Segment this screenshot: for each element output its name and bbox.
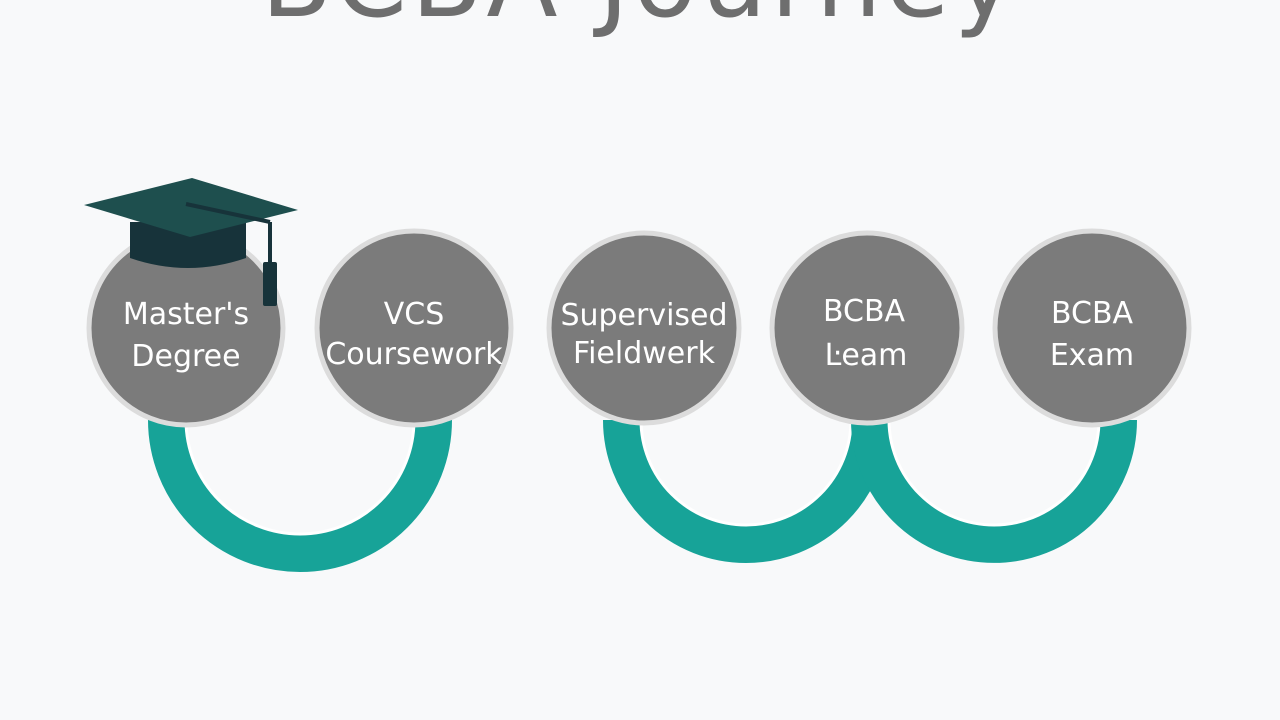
step-3-label-line1: Supervised xyxy=(560,298,727,333)
page-title: BCBA Journey xyxy=(0,0,1280,32)
connector-4-5 xyxy=(851,419,1137,563)
step-3: Supervised Fieldwerk xyxy=(546,230,742,426)
step-1-label-line1: Master's xyxy=(123,297,249,332)
step-3-label-line2: Fieldwerk xyxy=(573,336,716,371)
step-1-label-line2: Degree xyxy=(131,339,240,374)
connector-4-5-stripe xyxy=(887,419,1101,527)
step-1: Master's Degree xyxy=(86,228,286,428)
step-2-label-line1: VCS xyxy=(384,297,445,332)
step-4: BCBA Ŀeam xyxy=(769,230,965,426)
connector-3-4 xyxy=(603,419,889,563)
step-5-label-line2: Exam xyxy=(1050,338,1134,373)
connectors xyxy=(148,419,1137,572)
graduation-cap-icon xyxy=(84,178,298,306)
step-5-label-line1: BCBA xyxy=(1051,296,1134,331)
step-4-label-line2: Ŀeam xyxy=(825,338,908,373)
connector-3-4-stripe xyxy=(639,419,853,527)
step-4-label-line1: BCBA xyxy=(823,294,906,329)
step-2-label-line2: Coursework xyxy=(325,337,503,372)
connector-1-2-stripe xyxy=(184,419,416,536)
connector-1-2 xyxy=(148,419,452,572)
step-2: VCS Coursework xyxy=(314,228,514,428)
step-5: BCBA Exam xyxy=(992,228,1192,428)
